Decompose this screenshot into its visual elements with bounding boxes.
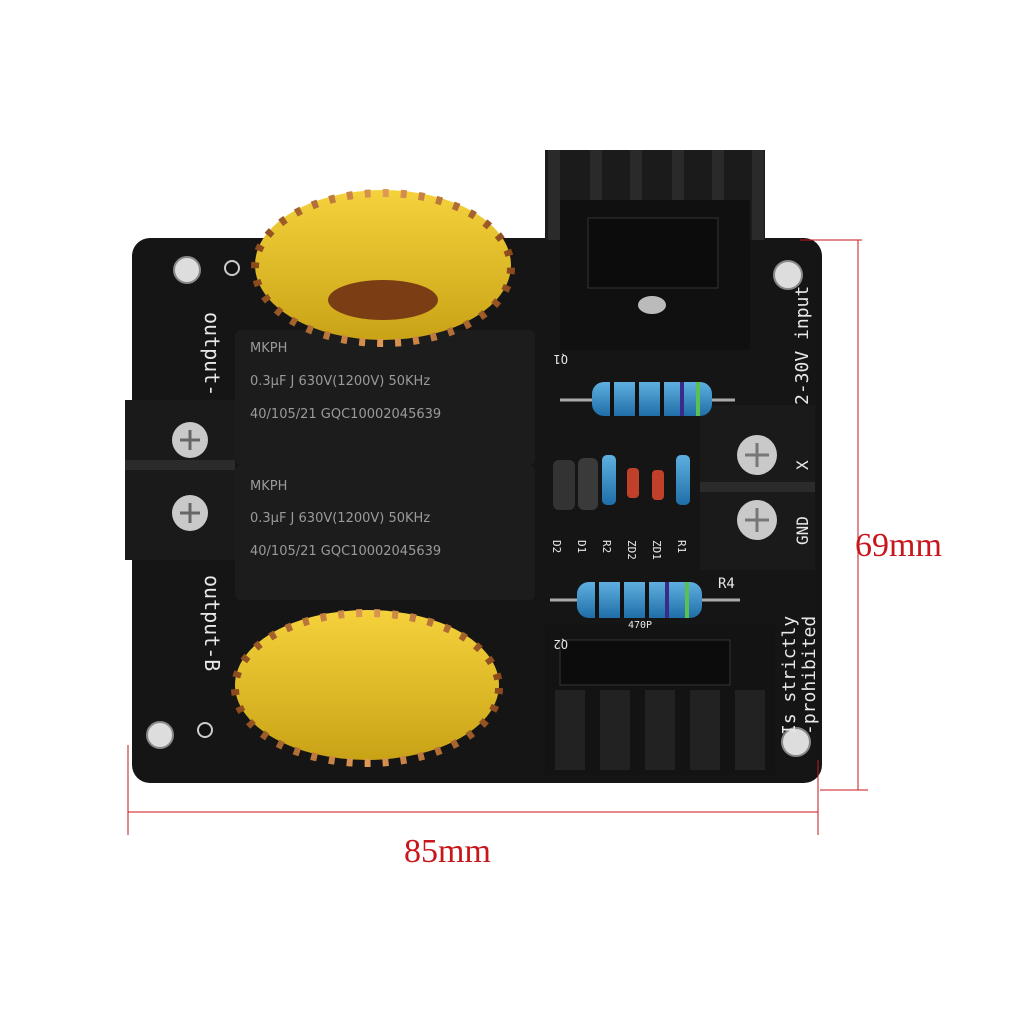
- terminal-block-output: [125, 400, 235, 560]
- svg-text:ZD2: ZD2: [625, 540, 638, 560]
- svg-text:0.3μF J 630V(1200V) 50KHz: 0.3μF J 630V(1200V) 50KHz: [250, 511, 430, 526]
- width-label: 85mm: [404, 833, 491, 870]
- part-labels: D2 D1 R2 ZD2 ZD1 R1: [550, 540, 688, 560]
- svg-text:D2: D2: [550, 540, 563, 553]
- label-warning-2: -prohibited: [799, 616, 820, 735]
- label-output-b: output-B: [200, 575, 224, 671]
- label-q1: Q1: [554, 352, 568, 366]
- capacitor-2: MKPH 0.3μF J 630V(1200V) 50KHz 40/105/21…: [235, 465, 535, 600]
- terminal-block-input: [700, 405, 815, 570]
- label-470p: 470P: [628, 620, 652, 631]
- svg-text:MKPH: MKPH: [250, 341, 287, 356]
- label-warning-1: Is strictly: [779, 616, 800, 735]
- label-q2: Q2: [554, 637, 568, 651]
- label-x: X: [793, 460, 812, 470]
- capacitor-1: MKPH 0.3μF J 630V(1200V) 50KHz 40/105/21…: [235, 330, 535, 465]
- label-output-a: output-: [200, 312, 224, 396]
- label-input: 2-30V input: [792, 286, 813, 405]
- svg-text:40/105/21 GQC10002045639: 40/105/21 GQC10002045639: [250, 544, 441, 559]
- svg-text:MKPH: MKPH: [250, 479, 287, 494]
- height-label: 69mm: [855, 527, 942, 564]
- svg-text:R1: R1: [675, 540, 688, 553]
- label-r4: R4: [718, 576, 735, 592]
- svg-text:R2: R2: [600, 540, 613, 553]
- toroid-coil-bottom: [231, 609, 503, 767]
- svg-text:ZD1: ZD1: [650, 540, 663, 560]
- mounting-holes: [146, 256, 811, 757]
- heatsink-top: [545, 150, 765, 350]
- resistor-top: [560, 382, 735, 416]
- toroid-coil-top: [251, 189, 515, 347]
- heatsink-bottom: [545, 625, 775, 775]
- svg-text:D1: D1: [575, 540, 588, 553]
- dimension-height: [800, 239, 868, 791]
- svg-text:40/105/21 GQC10002045639: 40/105/21 GQC10002045639: [250, 407, 441, 422]
- resistor-r4: [550, 582, 740, 618]
- label-gnd: GND: [793, 516, 812, 545]
- dimension-width: [127, 745, 819, 835]
- svg-text:0.3μF J 630V(1200V) 50KHz: 0.3μF J 630V(1200V) 50KHz: [250, 374, 430, 389]
- small-components: [553, 455, 690, 510]
